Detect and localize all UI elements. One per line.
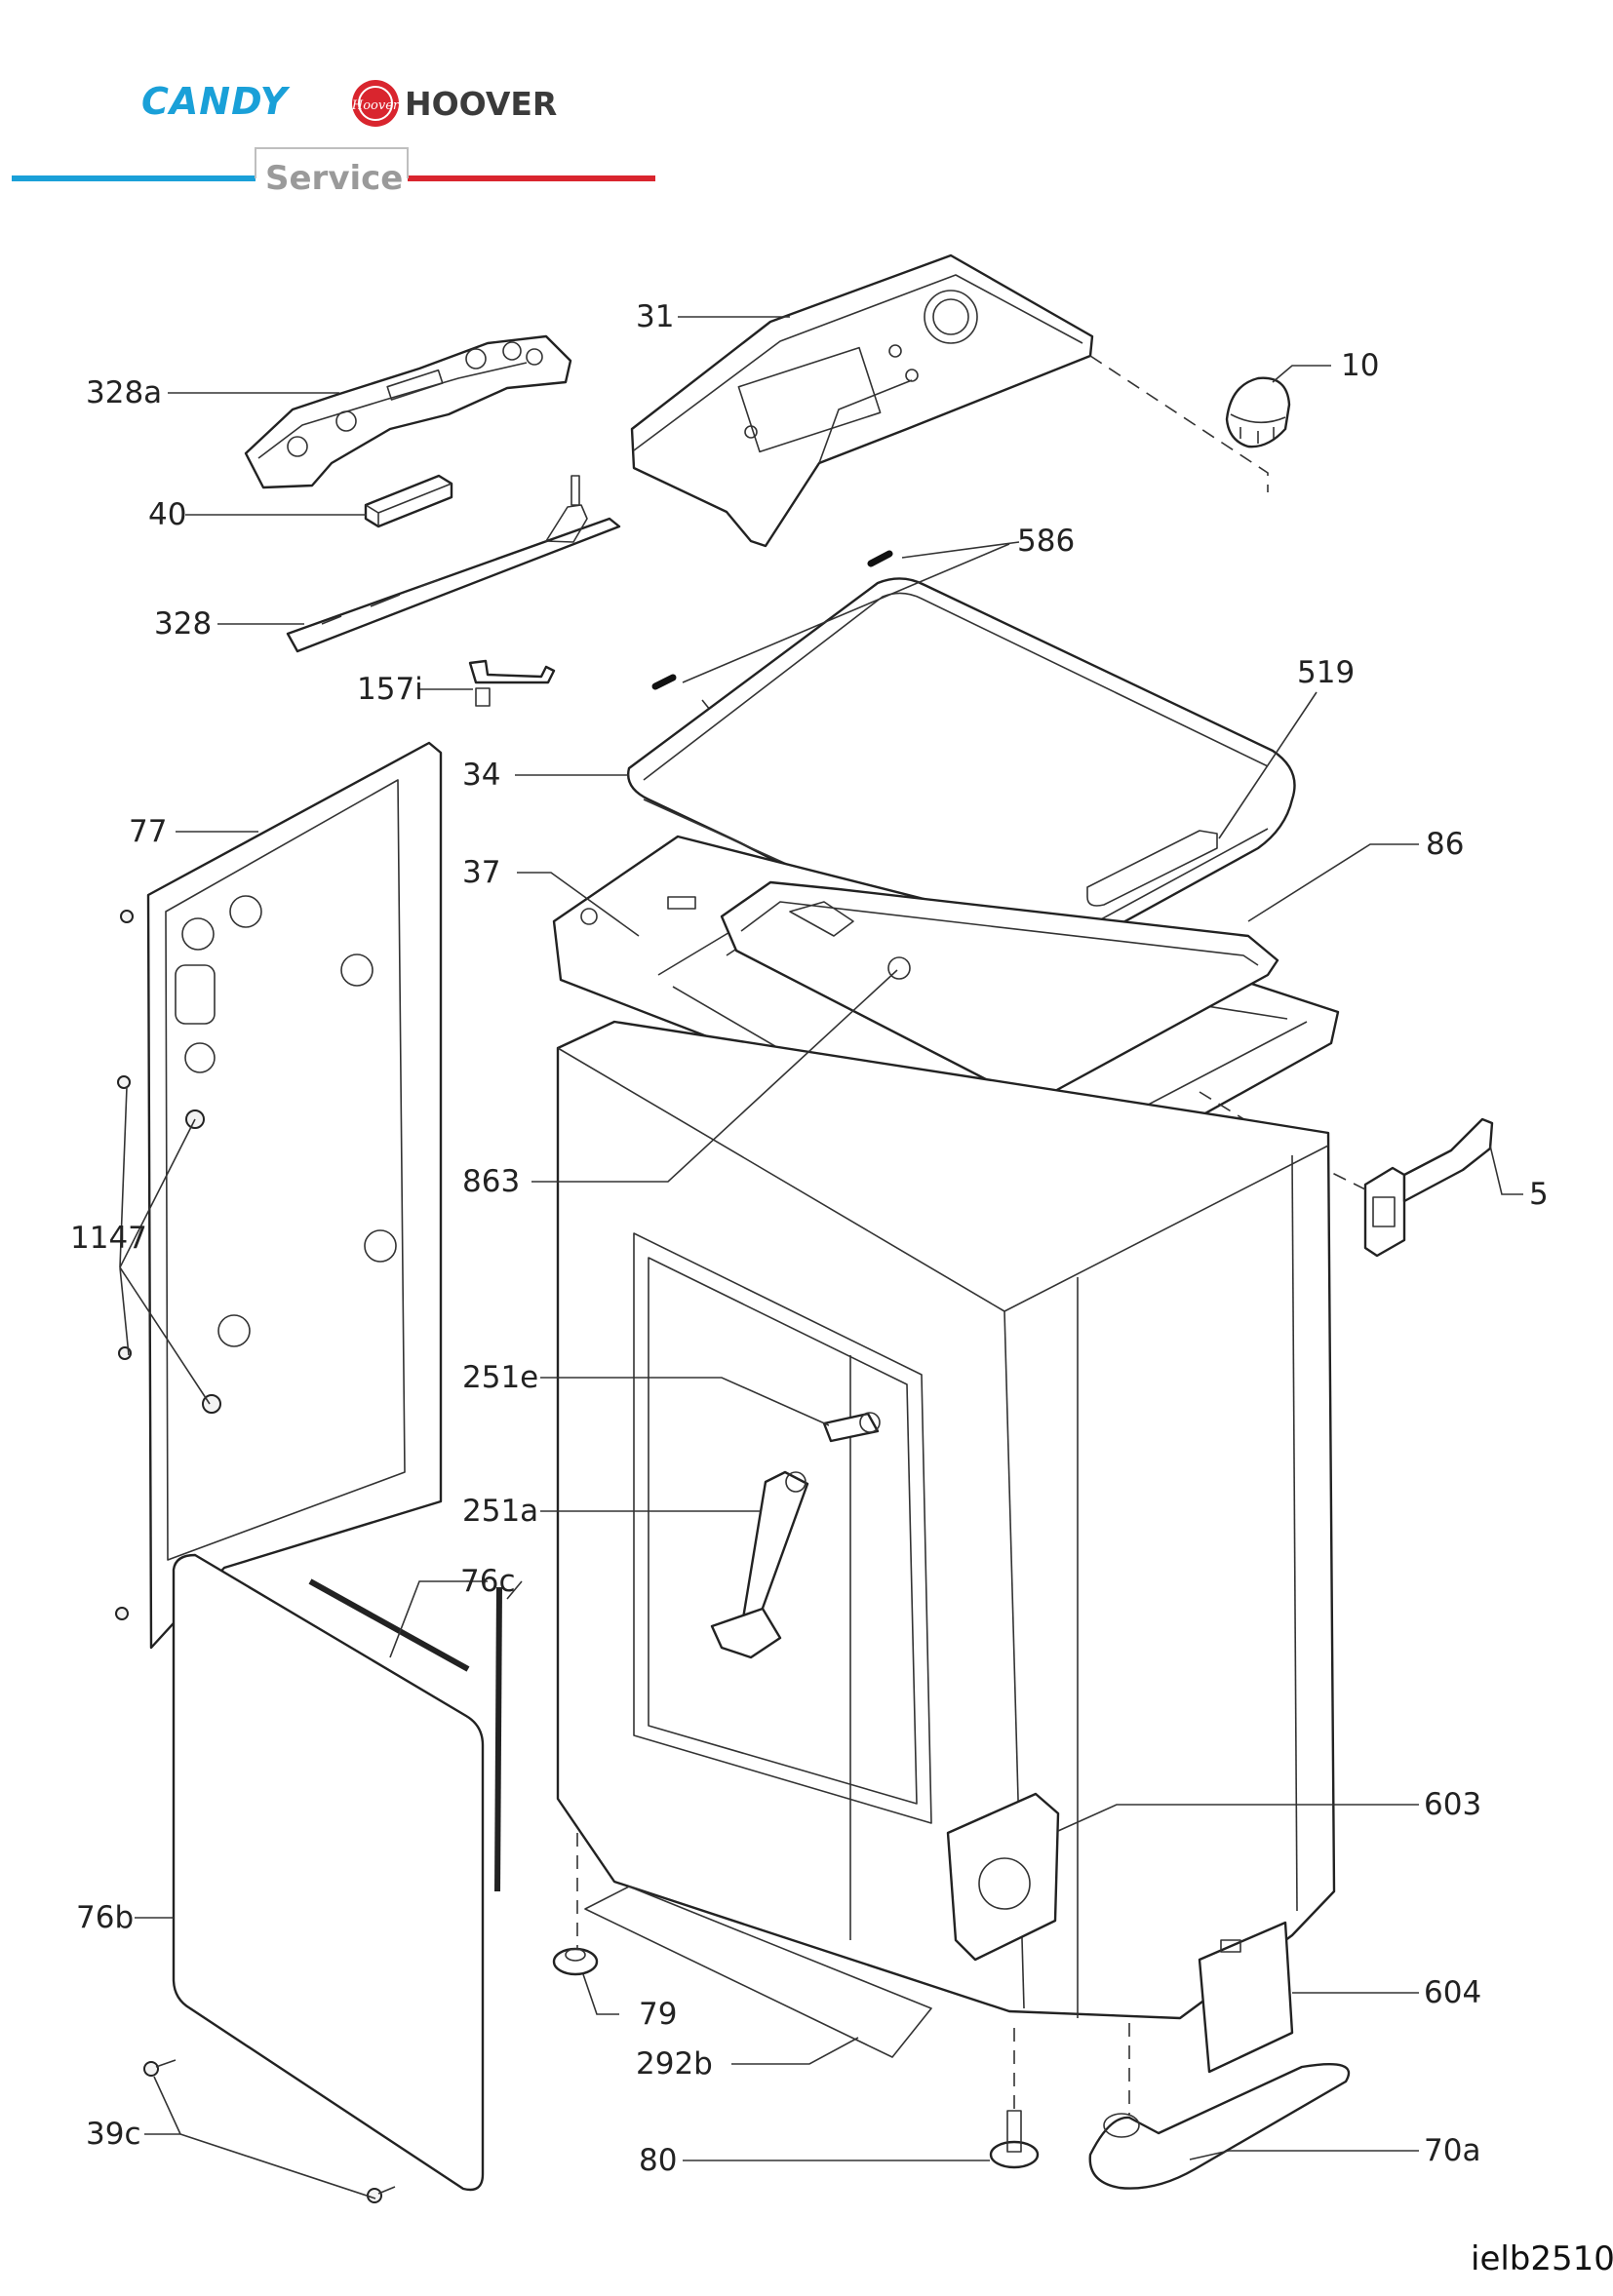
part-80-adjustable-foot (989, 2110, 1040, 2169)
hoover-logo-text: HOOVER (405, 85, 557, 123)
callout-1147: 1147 (70, 1221, 147, 1256)
part-70a-drain-holder (1088, 2063, 1351, 2190)
callout-328a: 328a (86, 375, 162, 410)
callout-37: 37 (462, 855, 500, 890)
callout-77: 77 (129, 814, 167, 849)
part-39c-screws (143, 2059, 396, 2203)
callout-603: 603 (1424, 1787, 1481, 1822)
callout-40: 40 (148, 497, 186, 532)
callout-586: 586 (1017, 524, 1075, 559)
leader-lines (119, 316, 1523, 2199)
callout-76c: 76c (460, 1564, 516, 1599)
brand-header: CANDY Hoover HOOVER Service (12, 80, 655, 198)
callout-80: 80 (639, 2143, 677, 2178)
part-5-door-lock (1363, 1117, 1494, 1258)
callout-31: 31 (636, 299, 674, 334)
part-76c-seal-strips (308, 1578, 502, 1892)
part-76b-front-panel (172, 1553, 485, 2192)
part-10-knob (1225, 376, 1291, 448)
callout-10: 10 (1341, 348, 1379, 383)
drawing-code: ielb2510 (1471, 2239, 1613, 2278)
callout-863: 863 (462, 1164, 520, 1199)
part-604-filter-cover (1198, 1921, 1294, 2074)
knob-assembly-axis (1089, 355, 1269, 492)
callout-157i: 157i (357, 672, 423, 707)
candy-logo-text: CANDY (141, 80, 291, 123)
callout-519: 519 (1297, 655, 1355, 690)
callout-5: 5 (1529, 1177, 1549, 1212)
part-328a-control-bracket (244, 334, 572, 489)
callout-251e: 251e (462, 1360, 538, 1395)
part-328-pcb (286, 475, 621, 653)
part-157i-clip (468, 659, 556, 707)
part-251e-pin (822, 1412, 881, 1443)
svg-text:Hoover: Hoover (351, 98, 400, 113)
part-77-rear-panel (146, 741, 443, 1650)
part-79-foot-pad (552, 1947, 599, 1976)
part-31-control-panel-console (630, 253, 1094, 548)
part-40-led-module (364, 474, 453, 528)
part-251a-hinge-arm (710, 1470, 809, 1659)
callout-76b: 76b (76, 1900, 134, 1935)
service-label: Service (265, 159, 403, 198)
hoover-logo-icon: Hoover (351, 80, 400, 127)
part-86-inner-lid (720, 880, 1279, 1096)
service-tab-outline (255, 147, 409, 178)
callout-34: 34 (462, 758, 500, 793)
part-cabinet-body (556, 1020, 1336, 2058)
callout-79: 79 (639, 1997, 677, 2032)
callout-251a: 251a (462, 1494, 538, 1529)
callout-328: 328 (154, 606, 212, 642)
callout-39c: 39c (86, 2117, 141, 2152)
callout-70a: 70a (1424, 2133, 1480, 2168)
callout-86: 86 (1426, 827, 1464, 862)
callout-292b: 292b (636, 2046, 713, 2082)
part-603-pump-bracket (946, 1792, 1060, 1962)
part-292b-base-plate (584, 1886, 932, 2058)
callout-labels: 31 10 328a 40 586 328 157i 519 34 77 37 … (70, 299, 1549, 2178)
callout-604: 604 (1424, 1975, 1481, 2010)
